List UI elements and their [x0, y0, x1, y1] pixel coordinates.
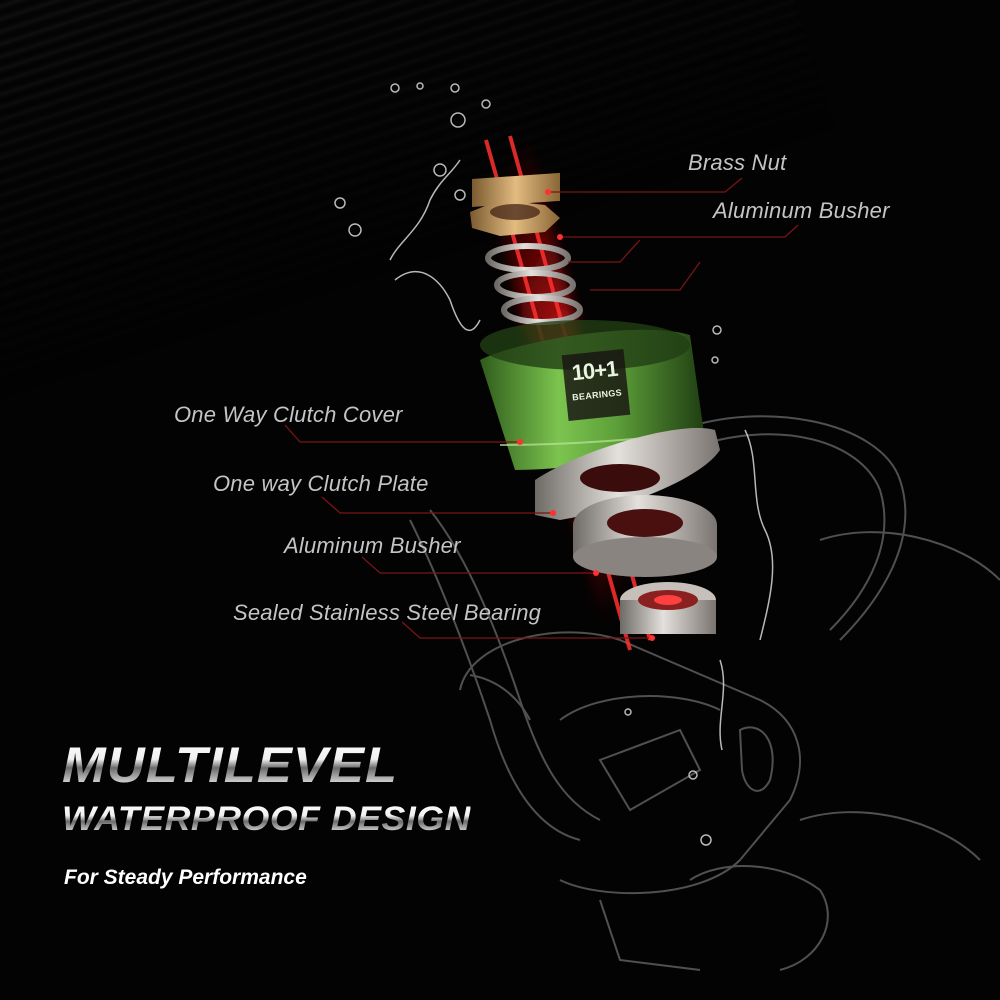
- callout-aluminum-busher-bottom: Aluminum Busher: [284, 533, 461, 558]
- bearings-label: BEARINGS: [571, 387, 623, 403]
- headline-line-2: WATERPROOF DESIGN: [62, 800, 471, 838]
- callout-aluminum-busher-top: Aluminum Busher: [713, 198, 890, 223]
- callout-leader-lines: [284, 177, 799, 639]
- callout-dots: [517, 189, 655, 641]
- aluminum-busher-part: [573, 495, 717, 577]
- sealed-bearing-part: [620, 582, 716, 634]
- tagline: For Steady Performance: [64, 866, 307, 889]
- callout-one-way-clutch-cover: One Way Clutch Cover: [174, 402, 403, 427]
- clutch-plate-part: [535, 428, 720, 520]
- headline-line-1: MULTILEVEL: [62, 737, 399, 793]
- callout-brass-nut: Brass Nut: [688, 150, 787, 175]
- washer-stack: [485, 243, 583, 325]
- water-splash: [334, 82, 774, 846]
- bearings-badge: 10+1 BEARINGS: [561, 348, 631, 422]
- bearings-count: 10+1: [570, 355, 619, 386]
- callout-sealed-bearing: Sealed Stainless Steel Bearing: [233, 600, 542, 625]
- brass-nut-part: [470, 172, 560, 236]
- callout-one-way-clutch-plate: One way Clutch Plate: [213, 471, 429, 496]
- reel-body-outline: [409, 415, 1000, 971]
